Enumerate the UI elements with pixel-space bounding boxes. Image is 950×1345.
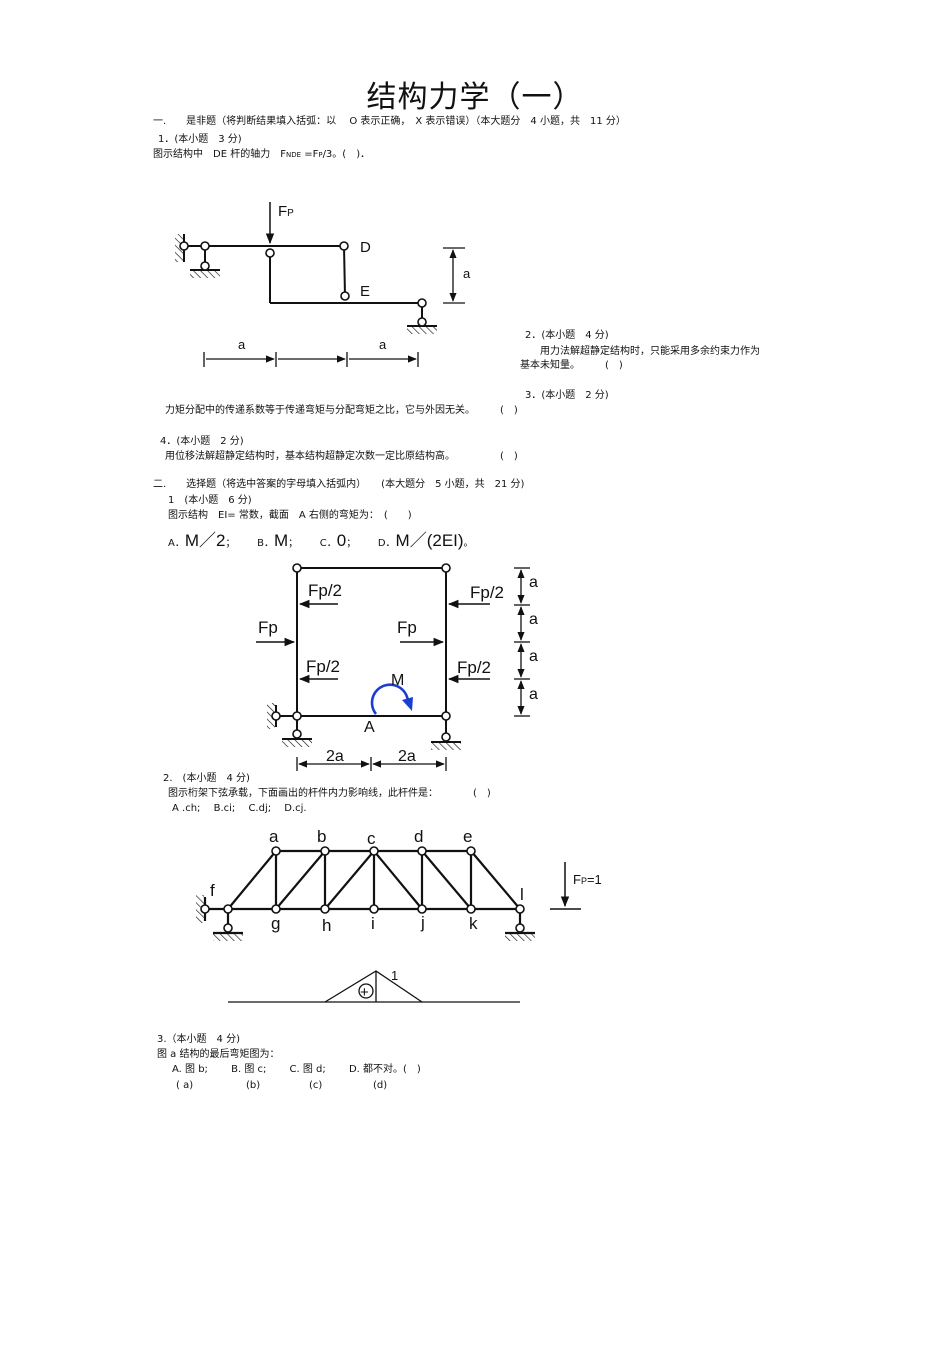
truss-node-i: i — [371, 914, 375, 933]
q3-header: 3．(本小题 2 分) — [525, 390, 609, 401]
q1-dim-a-vertical: a — [463, 266, 471, 281]
q1-header: 1．(本小题 3 分) — [158, 134, 242, 145]
q4-header: 4．(本小题 2 分) — [160, 436, 244, 447]
s2q2-header: 2. (本小题 4 分) — [163, 773, 250, 784]
q1-dim-a-left: a — [238, 337, 246, 352]
section2-heading: 二. 选择题（将选中答案的字母填入括弧内） (本大题分 5 小题，共 21 分) — [153, 479, 525, 490]
s2q3-text: 图 a 结构的最后弯矩图为： — [157, 1049, 280, 1060]
s2q1-dim-a-3: a — [529, 648, 538, 665]
truss-node-f: f — [210, 881, 215, 900]
s2q3-options: A. 图 b; B. 图 c; C. 图 d; D. 都不对。( ) — [172, 1064, 421, 1075]
q2-header: 2．(本小题 4 分) — [525, 330, 609, 341]
s2q1-header: 1 (本小题 6 分) — [168, 495, 252, 506]
s2q1-load-right-mid: Fp — [397, 618, 417, 637]
q4-text: 用位移法解超静定结构时，基本结构超静定次数一定比原结构高。 ( ) — [165, 451, 518, 462]
truss-node-j: j — [420, 913, 425, 932]
s2q1-load-right-bottom: Fp/2 — [457, 658, 491, 677]
section1-heading: 一. 是非题（将判断结果填入括弧：以 O 表示正确， X 表示错误）（本大题分 … — [153, 116, 626, 127]
q1-label-D: D — [360, 239, 371, 256]
s2q1-point-A: A — [364, 719, 375, 736]
s2q3-fig-label-b: (b) — [246, 1080, 261, 1091]
truss-node-l: l — [520, 885, 524, 904]
s2q1-options: A．M／2； B．M； C．0； D．M／(2EI)。 — [168, 531, 474, 550]
s2q3-fig-label-d: (d) — [373, 1080, 388, 1091]
s2q1-dim-2a-left: 2a — [326, 748, 344, 765]
q1-label-E: E — [360, 283, 370, 300]
s2q1-load-left-top: Fp/2 — [308, 581, 342, 600]
s2q1-load-left-bottom: Fp/2 — [306, 657, 340, 676]
truss-node-e: e — [463, 827, 472, 846]
truss-node-a: a — [269, 827, 279, 846]
truss-node-h: h — [322, 916, 331, 935]
s2q3-header: 3.（本小题 4 分) — [157, 1034, 240, 1045]
truss-unit-load: FP=1 — [573, 872, 602, 887]
s2q1-dim-a-1: a — [529, 574, 538, 591]
truss-node-g: g — [271, 914, 280, 933]
s2q1-text: 图示结构 EI= 常数，截面 A 右侧的弯矩为： ( ) — [168, 510, 412, 521]
q2-text-line2: 基本未知量。 ( ) — [520, 360, 623, 371]
q2-text-line1: 用力法解超静定结构时，只能采用多余约束力作为 — [540, 346, 760, 357]
s2q1-load-right-top: Fp/2 — [470, 583, 504, 602]
s2q1-load-left-mid: Fp — [258, 618, 278, 637]
s2q1-dim-a-2: a — [529, 611, 538, 628]
truss-node-k: k — [469, 914, 478, 933]
s2q3-fig-label-a: ( a) — [176, 1080, 194, 1091]
q1-load-label: FP — [278, 203, 294, 220]
influence-line-sign: + — [360, 984, 369, 1001]
influence-line-value: 1 — [391, 968, 398, 983]
s2q2-text: 图示桁架下弦承载，下面画出的杆件内力影响线，此杆件是： ( ) — [168, 788, 491, 799]
s2q2-options: A .ch; B.ci; C.dj; D.cj. — [172, 803, 307, 814]
page-title: 结构力学（一） — [366, 80, 584, 115]
truss-node-b: b — [317, 827, 326, 846]
q1-text: 图示结构中 DE 杆的轴力 FNDE =FP/3。( )． — [153, 149, 371, 160]
s2q1-dim-2a-right: 2a — [398, 748, 416, 765]
s2q1-dim-a-4: a — [529, 686, 538, 703]
s2q3-fig-label-c: (c) — [309, 1080, 323, 1091]
s2q1-moment-label: M — [391, 672, 404, 689]
truss-node-c: c — [367, 829, 376, 848]
q3-text: 力矩分配中的传递系数等于传递弯矩与分配弯矩之比，它与外因无关。 ( ) — [165, 405, 518, 416]
truss-node-d: d — [414, 827, 423, 846]
q1-dim-a-right: a — [379, 337, 387, 352]
